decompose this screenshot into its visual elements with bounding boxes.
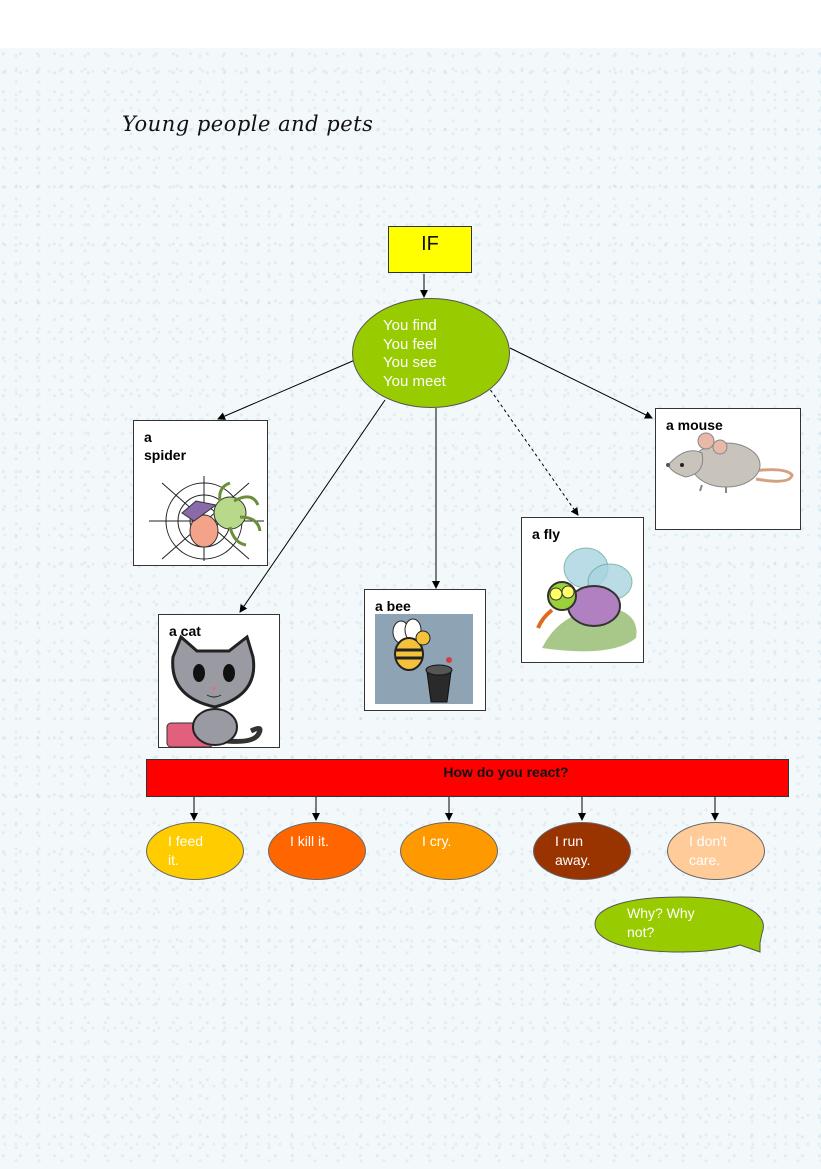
reaction-oval-dont-care bbox=[667, 822, 765, 880]
card-fly: a fly bbox=[521, 517, 644, 663]
card-mouse: a mouse bbox=[655, 408, 801, 530]
card-bee: a bee bbox=[364, 589, 486, 711]
reaction-text: I cry. bbox=[422, 833, 452, 849]
reaction-oval-cry bbox=[400, 822, 498, 880]
verb-line: You feel bbox=[383, 335, 437, 353]
card-cat: a cat bbox=[158, 614, 280, 748]
mouse-icon bbox=[666, 432, 794, 493]
arrow-to-spider bbox=[217, 359, 356, 420]
reaction-text: I kill it. bbox=[290, 833, 329, 849]
verb-line: You meet bbox=[383, 372, 446, 390]
bee-icon bbox=[375, 614, 473, 704]
arrow-to-mouse bbox=[509, 347, 653, 419]
verb-line: You see bbox=[383, 354, 437, 371]
reaction-question: How do you react? bbox=[443, 764, 569, 780]
reaction-text: I don't care. bbox=[689, 833, 727, 868]
reaction-oval-kill bbox=[268, 822, 366, 880]
animal-label: a mouse bbox=[666, 417, 723, 433]
verb-line: You find bbox=[383, 317, 437, 334]
arrow-to-cat bbox=[239, 399, 386, 613]
arrow-to-fly bbox=[486, 384, 579, 516]
speech-bubble-text: Why? Why not? bbox=[627, 905, 695, 940]
reaction-oval-feed bbox=[146, 822, 244, 880]
card-spider: a spider bbox=[133, 420, 268, 566]
center-ellipse bbox=[352, 298, 510, 408]
reaction-question-bar bbox=[146, 759, 789, 797]
speech-bubble-shape bbox=[594, 896, 764, 953]
spider-icon bbox=[149, 476, 264, 561]
animal-label: a spider bbox=[144, 429, 187, 463]
cat-icon bbox=[166, 634, 263, 748]
page-title: Young people and pets bbox=[122, 112, 374, 136]
animal-label: a fly bbox=[532, 526, 561, 542]
fly-icon bbox=[536, 547, 637, 652]
center-verb-list: You find You feel You see You meet bbox=[383, 317, 446, 391]
if-box: IF bbox=[388, 226, 472, 273]
animal-label: a cat bbox=[169, 623, 201, 639]
reaction-oval-run-away bbox=[533, 822, 631, 880]
animal-label: a bee bbox=[375, 598, 411, 614]
reaction-text: I run away. bbox=[555, 833, 591, 868]
reaction-text: I feed it. bbox=[168, 833, 204, 868]
